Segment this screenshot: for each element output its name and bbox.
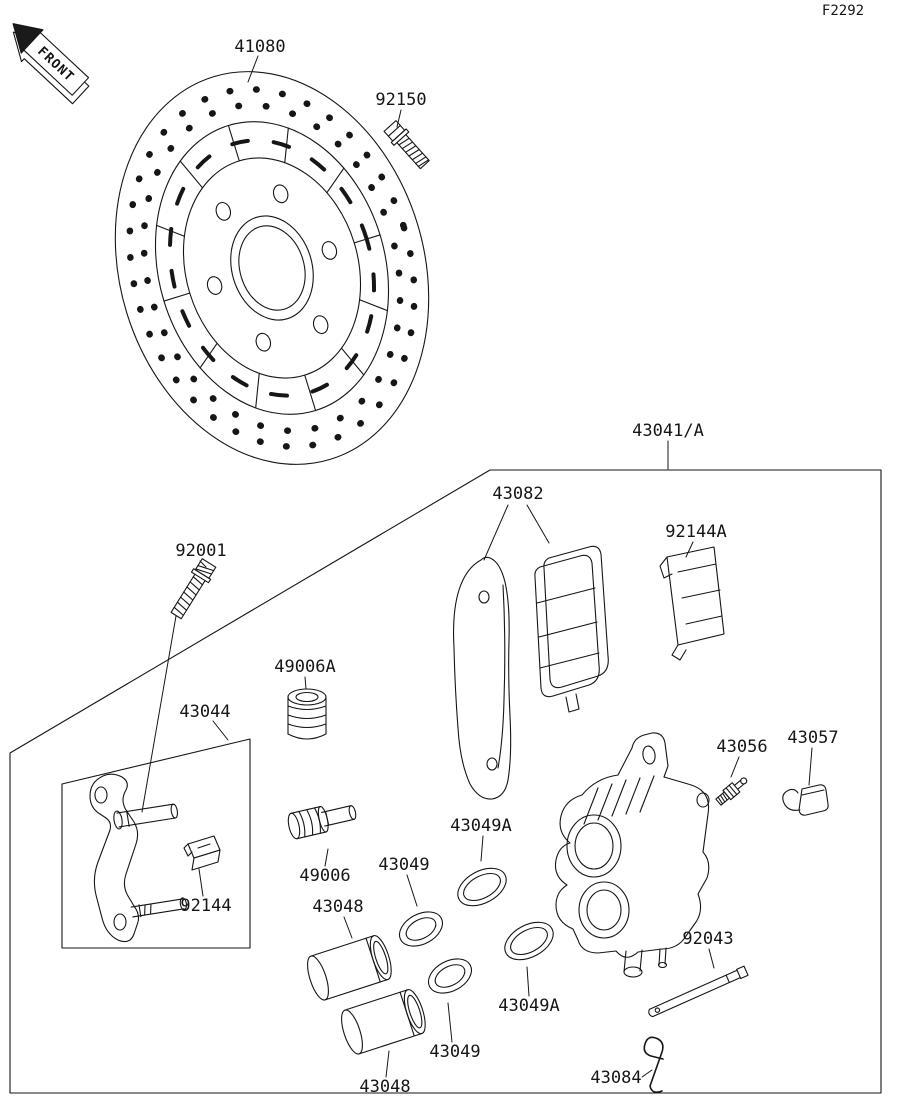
piston-upper-drawing — [307, 935, 392, 1001]
front-arrow-body — [23, 32, 90, 96]
part-label-43044: 43044 — [179, 702, 230, 722]
disc-spokes — [156, 124, 388, 412]
part-label-43049A-upper: 43049A — [450, 816, 511, 836]
part-label-43049-upper: 43049 — [378, 855, 429, 875]
part-label-43048-lower: 43048 — [359, 1077, 410, 1097]
boot-49006-drawing — [287, 805, 357, 840]
pad-spring-drawing — [659, 546, 725, 661]
pin-clip-drawing — [643, 1036, 664, 1093]
piston-seal-upper-drawing — [398, 911, 444, 947]
holder-outline-box — [61, 738, 251, 949]
brake-pads-drawing — [453, 545, 609, 800]
part-label-41080: 41080 — [234, 37, 285, 57]
pad-pin-drawing — [648, 965, 749, 1018]
caliper-fins — [583, 775, 655, 825]
part-label-43048-upper: 43048 — [312, 897, 363, 917]
disc-bolt-drawing — [383, 120, 430, 170]
dust-seal-upper-drawing — [457, 867, 507, 907]
front-direction-arrow: FRONT — [12, 23, 90, 105]
bleed-cap-drawing — [782, 784, 829, 816]
part-label-43056: 43056 — [716, 737, 767, 757]
caliper-body-drawing — [554, 732, 710, 978]
part-label-43057: 43057 — [787, 728, 838, 748]
boot-49006a-drawing — [287, 688, 327, 740]
brake-disc-drawing — [114, 71, 430, 465]
holder-clip-drawing — [183, 835, 221, 871]
pin-bolt-drawing — [170, 558, 217, 620]
part-label-92144A: 92144A — [665, 522, 726, 542]
part-label-92144: 92144 — [180, 896, 231, 916]
part-label-92043: 92043 — [682, 929, 733, 949]
part-label-49006A: 49006A — [274, 657, 335, 677]
figure-code: F2292 — [822, 3, 864, 19]
part-label-43084: 43084 — [590, 1068, 641, 1088]
part-label-43041A: 43041/A — [632, 421, 704, 441]
part-label-43049-lower: 43049 — [429, 1042, 480, 1062]
caliper-assembly-outline-box — [9, 469, 882, 1094]
pad-right-material — [534, 554, 600, 698]
piston-lower-drawing — [341, 989, 426, 1055]
leader-lines — [141, 55, 813, 1078]
part-label-49006: 49006 — [299, 866, 350, 886]
piston-seal-lower-drawing — [427, 958, 473, 994]
part-label-92001: 92001 — [175, 541, 226, 561]
bleed-valve-drawing — [715, 777, 748, 806]
part-labels: 41080 92150 43041/A 43082 92144A 92001 4… — [175, 37, 838, 1097]
part-label-92150: 92150 — [375, 90, 426, 110]
pad-left-plate — [453, 556, 512, 800]
caliper-holder-drawing — [89, 773, 188, 943]
part-label-43082: 43082 — [492, 484, 543, 504]
dust-seal-lower-drawing — [504, 921, 554, 961]
part-label-43049A-lower: 43049A — [498, 996, 559, 1016]
